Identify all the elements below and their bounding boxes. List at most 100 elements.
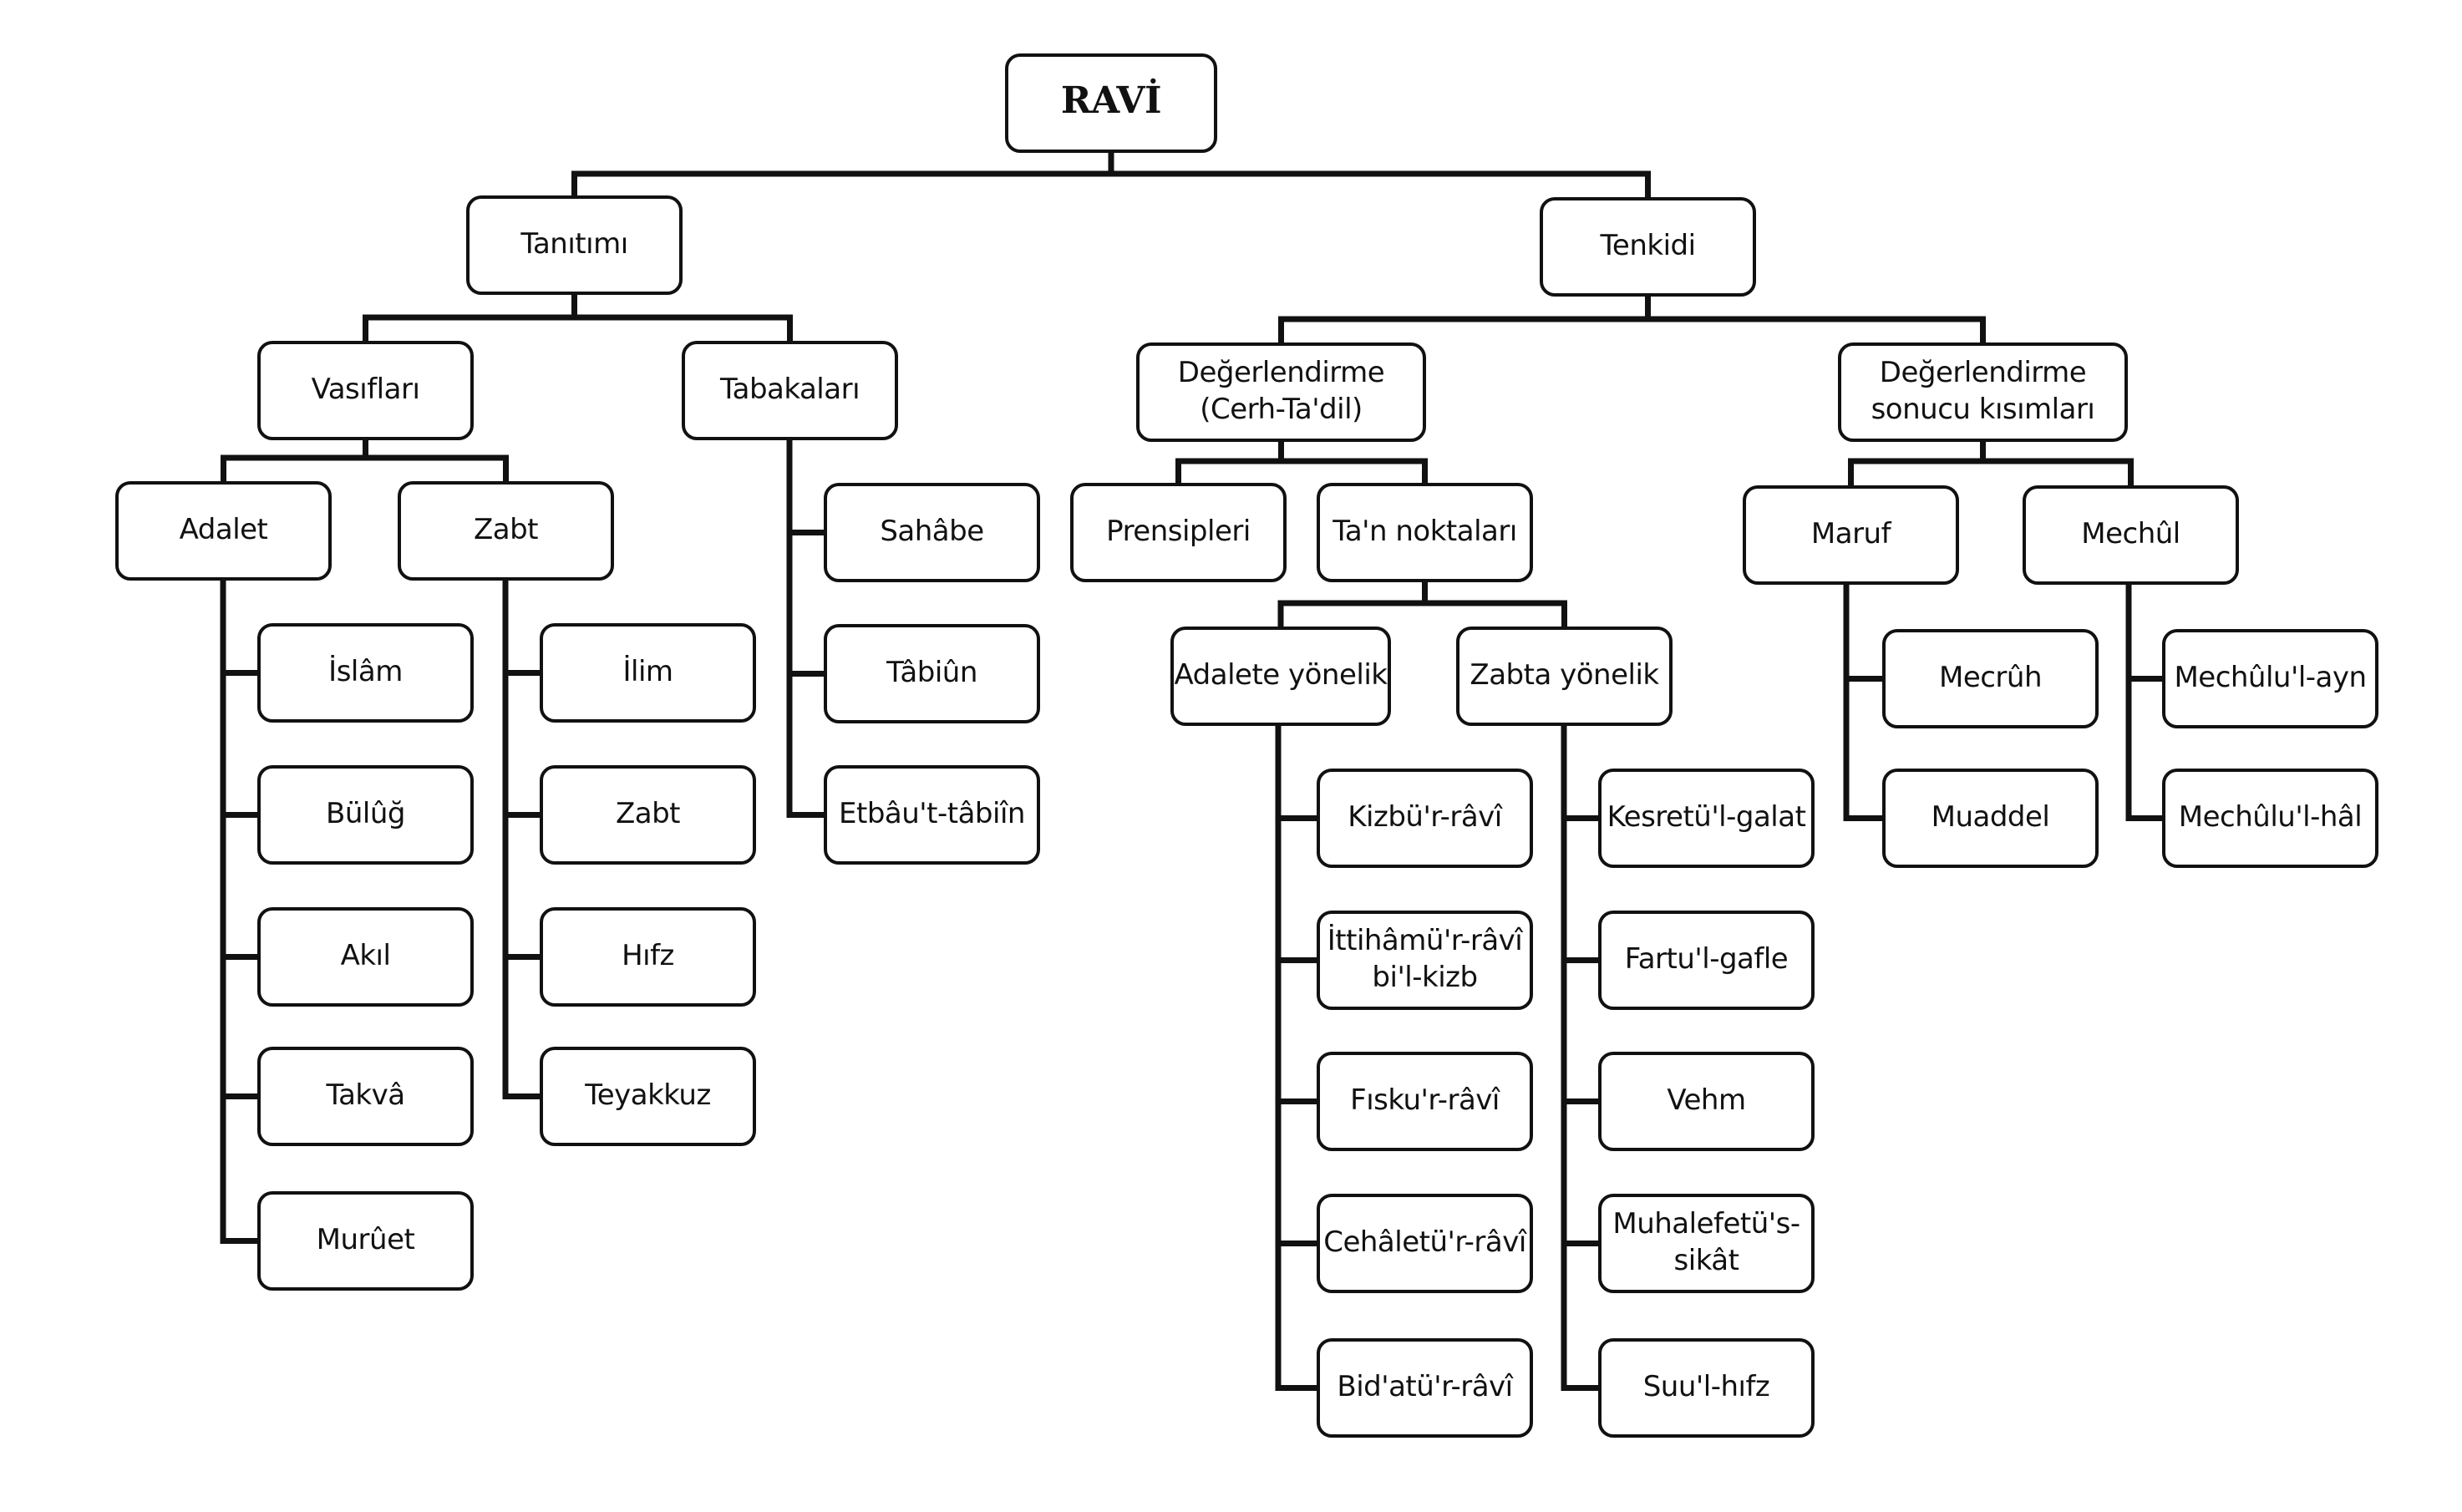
node-label: Takvâ	[325, 1078, 404, 1112]
node-label: Muaddel	[1932, 800, 2050, 834]
node-mechulu-l-hal: Mechûlu'l-hâl	[2162, 769, 2378, 868]
node-box	[1598, 1052, 1815, 1151]
node-label: Vasıfları	[312, 373, 420, 406]
node-label: sonucu kısımları	[1871, 393, 2095, 426]
node-box	[1317, 769, 1533, 868]
node-box	[1598, 1194, 1815, 1293]
node-box	[115, 481, 332, 581]
node-label: Sahâbe	[880, 515, 983, 548]
node-box	[398, 481, 614, 581]
node-label: Murûet	[317, 1223, 415, 1256]
node-label: Kizbü'r-râvî	[1348, 800, 1504, 834]
node-box	[1005, 53, 1217, 153]
node-label: Zabt	[616, 797, 680, 830]
node-label: Tanıtımı	[520, 227, 627, 261]
node-label: Ta'n noktaları	[1332, 515, 1517, 548]
node-label: Vehm	[1667, 1083, 1745, 1117]
node-teyakkuz: Teyakkuz	[540, 1047, 756, 1146]
node-label: İlim	[622, 655, 673, 688]
node-box	[257, 341, 474, 440]
node-tabiun: Tâbiûn	[824, 624, 1040, 723]
node-buluğ: Bülûğ	[257, 765, 474, 865]
node-box	[1598, 1338, 1815, 1438]
node-label: Tabakaları	[719, 373, 860, 406]
node-box	[1598, 769, 1815, 868]
node-takva: Takvâ	[257, 1047, 474, 1146]
node-label: Tâbiûn	[886, 656, 977, 689]
node-fartu-l-gafle: Fartu'l-gafle	[1598, 911, 1815, 1010]
node-label: Mechûl	[2081, 517, 2180, 551]
node-box	[257, 765, 474, 865]
node-label: Mechûlu'l-ayn	[2174, 661, 2366, 694]
node-zabta-yonelik: Zabta yönelik	[1456, 627, 1673, 726]
node-label: Teyakkuz	[584, 1078, 711, 1112]
node-vasiflari: Vasıfları	[257, 341, 474, 440]
node-bidatu-r-ravi: Bid'atü'r-râvî	[1317, 1338, 1533, 1438]
node-maruf: Maruf	[1743, 485, 1959, 585]
node-zabt-2: Zabt	[540, 765, 756, 865]
node-suu-l-hifz: Suu'l-hıfz	[1598, 1338, 1815, 1438]
node-degerlendirme: Değerlendirme(Cerh-Ta'dil)	[1136, 342, 1426, 442]
node-box	[824, 483, 1040, 582]
node-tanitimi: Tanıtımı	[466, 195, 683, 295]
node-label: İslâm	[328, 655, 403, 688]
node-tabakalari: Tabakaları	[682, 341, 898, 440]
node-box	[1317, 1194, 1533, 1293]
node-kesretu-l-galat: Kesretü'l-galat	[1598, 769, 1815, 868]
node-label: Değerlendirme	[1880, 356, 2086, 389]
node-mecruh: Mecrûh	[1882, 629, 2099, 728]
node-label: Tenkidi	[1599, 229, 1695, 262]
node-label: Akıl	[341, 939, 391, 972]
node-box	[257, 1191, 474, 1291]
node-muhalefetu-s-sikat: Muhalefetü's-sikât	[1598, 1194, 1815, 1293]
node-box	[824, 765, 1040, 865]
node-mechulu-l-ayn: Mechûlu'l-ayn	[2162, 629, 2378, 728]
node-label: RAVİ	[1061, 77, 1161, 122]
node-box	[1317, 1052, 1533, 1151]
node-box	[540, 1047, 756, 1146]
node-box	[540, 765, 756, 865]
node-box	[1882, 629, 2099, 728]
node-ittihamu-r-ravi: İttihâmü'r-râvî bi'l-kizb	[1317, 911, 1533, 1010]
node-sahabe: Sahâbe	[824, 483, 1040, 582]
node-label: Prensipleri	[1106, 515, 1251, 548]
node-label: İttihâmü'r-râvî	[1327, 924, 1525, 957]
node-box	[540, 623, 756, 723]
node-label: Fartu'l-gafle	[1625, 942, 1788, 976]
node-label: Maruf	[1811, 517, 1892, 551]
node-tenkidi: Tenkidi	[1540, 197, 1756, 297]
node-label: Muhalefetü's-	[1612, 1207, 1800, 1241]
node-label: Suu'l-hıfz	[1643, 1370, 1770, 1403]
node-label: Bülûğ	[326, 797, 405, 830]
node-label: bi'l-kizb	[1372, 961, 1477, 994]
node-hifz: Hıfz	[540, 907, 756, 1007]
node-label: Cehâletü'r-râvî	[1323, 1225, 1528, 1259]
node-label: Adalete yönelik	[1175, 658, 1388, 692]
node-box	[257, 1047, 474, 1146]
node-label: sikât	[1674, 1244, 1739, 1277]
node-fisku-r-ravi: Fısku'r-râvî	[1317, 1052, 1533, 1151]
node-label: Etbâu't-tâbiîn	[839, 797, 1025, 830]
node-islam: İslâm	[257, 623, 474, 723]
node-box	[1882, 769, 2099, 868]
node-cehaletu-r-ravi: Cehâletü'r-râvî	[1317, 1194, 1533, 1293]
node-ilim: İlim	[540, 623, 756, 723]
node-degerlendirme-sonucu: Değerlendirme sonucu kısımları	[1838, 342, 2128, 442]
node-label: Kesretü'l-galat	[1607, 800, 1806, 834]
node-box	[1136, 342, 1426, 442]
node-zabt-1: Zabt	[398, 481, 614, 581]
node-prensipleri: Prensipleri	[1070, 483, 1287, 582]
node-akil: Akıl	[257, 907, 474, 1007]
node-box	[1317, 483, 1533, 582]
node-kizbu-r-ravi: Kizbü'r-râvî	[1317, 769, 1533, 868]
node-vehm: Vehm	[1598, 1052, 1815, 1151]
node-box	[257, 623, 474, 723]
node-box	[540, 907, 756, 1007]
node-label: (Cerh-Ta'dil)	[1200, 393, 1363, 426]
node-box	[2023, 485, 2239, 585]
node-adalet: Adalet	[115, 481, 332, 581]
node-box	[1743, 485, 1959, 585]
node-label: Zabta yönelik	[1470, 658, 1659, 692]
node-muruet: Murûet	[257, 1191, 474, 1291]
